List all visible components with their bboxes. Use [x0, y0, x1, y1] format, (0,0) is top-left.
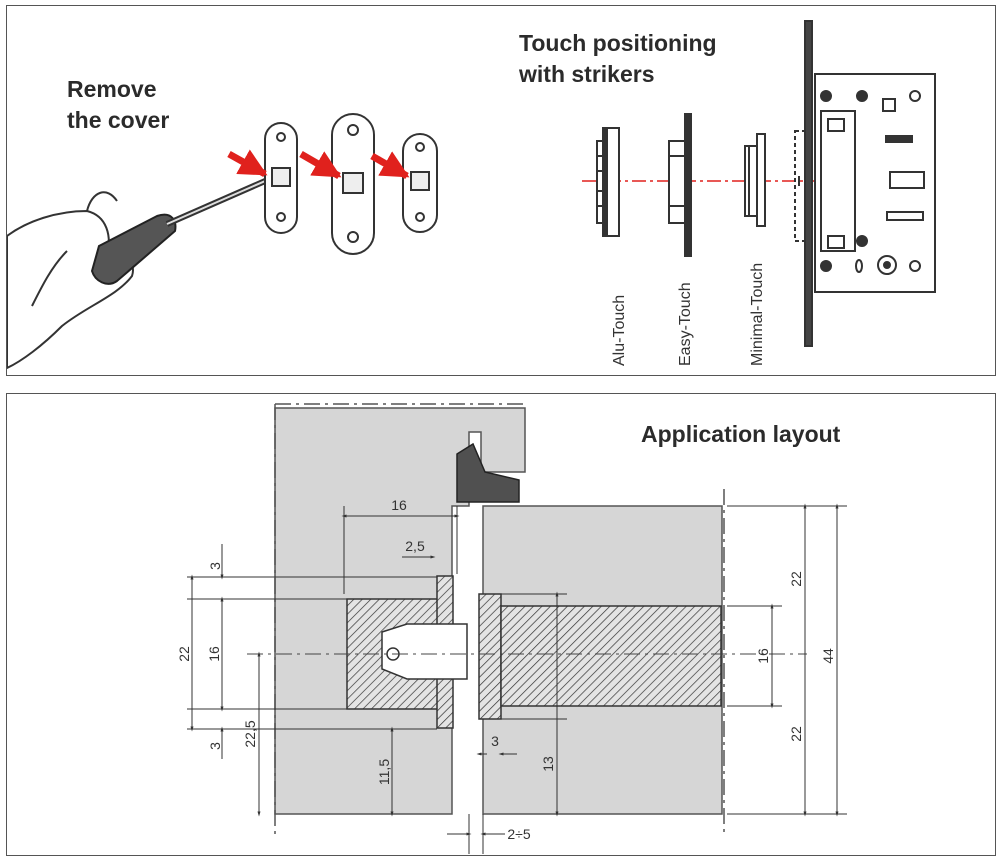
cover-plate-2	[331, 113, 375, 255]
dim-22-left: 22	[176, 646, 192, 662]
easy-touch-striker	[668, 113, 692, 257]
alu-touch-label: Alu-Touch	[611, 294, 628, 366]
cover-plate-3	[402, 133, 438, 233]
dim-44: 44	[820, 648, 836, 664]
dimension-lines	[187, 503, 847, 854]
application-layout-panel: 16 2,5 3 22 16 3 22,5 11,5 3 13 2÷5 22 1…	[6, 393, 996, 856]
dim-16-top: 16	[391, 497, 407, 513]
dim-2-5: 2,5	[405, 538, 425, 554]
dim-16-left: 16	[206, 646, 222, 662]
dim-3-mid: 3	[491, 733, 499, 749]
removal-arrows	[227, 149, 410, 180]
dimension-texts: 16 2,5 3 22 16 3 22,5 11,5 3 13 2÷5 22 1…	[176, 497, 836, 842]
application-layout-drawing: 16 2,5 3 22 16 3 22,5 11,5 3 13 2÷5 22 1…	[176, 403, 847, 854]
dim-13: 13	[540, 756, 556, 772]
dim-22-right-bottom: 22	[788, 726, 804, 742]
top-illustration	[7, 20, 936, 370]
minimal-touch-label: Minimal-Touch	[749, 262, 766, 366]
dim-3-top: 3	[207, 562, 223, 570]
latch-section	[478, 593, 722, 720]
dim-2-to-5: 2÷5	[507, 826, 530, 842]
minimal-touch-striker	[744, 133, 766, 227]
remove-cover-heading: Remove the cover	[67, 76, 170, 133]
dim-3-bottom: 3	[207, 742, 223, 750]
screwdriver-illustration	[90, 175, 274, 285]
striker-section	[346, 575, 468, 729]
easy-touch-label: Easy-Touch	[677, 282, 694, 366]
dim-22-5: 22,5	[242, 720, 258, 747]
lock-body	[794, 20, 936, 347]
touch-positioning-heading: Touch positioning with strikers	[519, 30, 717, 87]
rubber-seal	[456, 442, 520, 503]
alu-touch-striker	[596, 127, 620, 237]
dim-22-right-top: 22	[788, 571, 804, 587]
dim-11-5: 11,5	[376, 759, 392, 785]
cover-plate-1	[264, 122, 298, 234]
dim-16-right: 16	[755, 648, 771, 664]
instruction-panel-top: Remove the cover Touch positioning with …	[6, 5, 996, 376]
application-layout-heading: Application layout	[641, 421, 841, 447]
